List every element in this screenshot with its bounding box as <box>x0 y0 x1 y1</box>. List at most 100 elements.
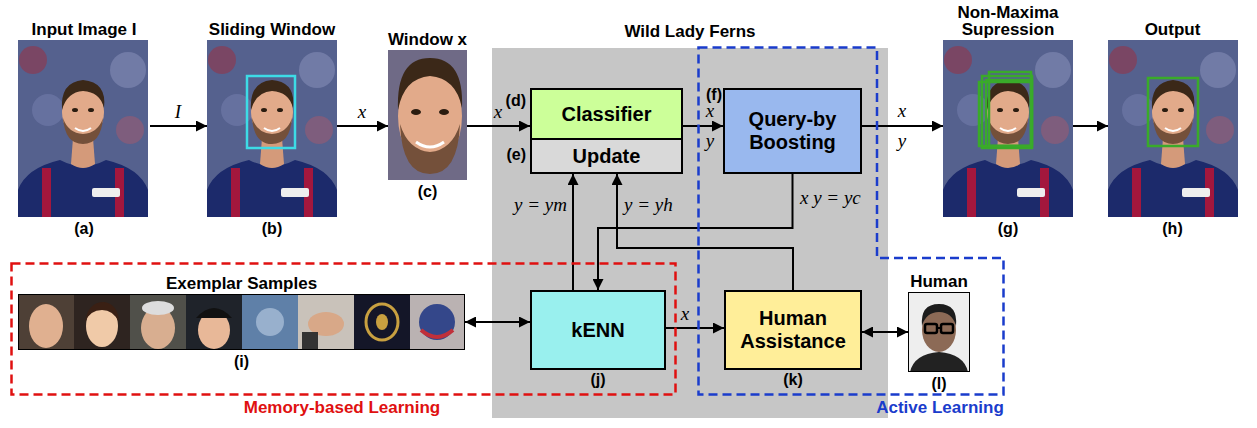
sliding-window-photo <box>247 76 295 148</box>
group-region: Active LearningHuman(l) <box>697 46 1005 396</box>
region-heading: Wild Lady Ferns <box>624 23 755 42</box>
node-title: Window x <box>368 31 488 48</box>
window-crop-photo <box>411 109 421 115</box>
box-label: Update <box>573 145 641 168</box>
callout-letter: (l) <box>931 375 946 393</box>
exemplar-strip <box>376 314 388 330</box>
exemplar-strip <box>256 308 284 336</box>
nms-photo <box>979 82 1031 146</box>
exemplar-strip <box>19 295 465 350</box>
output-photo <box>1108 40 1238 217</box>
exemplar-strip <box>18 294 74 350</box>
flow-arrow <box>1073 125 1108 127</box>
human-photo <box>909 293 970 372</box>
exemplar-strip <box>18 294 465 350</box>
node-title: Input Image I <box>4 21 164 38</box>
nms-photo <box>986 80 1032 146</box>
node-title: Human <box>889 273 989 290</box>
group-region: Wild Lady FernsClassifier(d)Update(e)Que… <box>492 48 888 418</box>
edge-label: y = yh <box>624 194 673 216</box>
node-title: Output <box>1108 21 1238 38</box>
exemplar-strip <box>74 294 130 350</box>
flow-arrow <box>572 174 574 290</box>
exemplar-strip <box>302 332 318 350</box>
output-photo <box>1108 40 1238 217</box>
nms-photo <box>943 40 1073 217</box>
human-photo <box>908 292 970 372</box>
process-box: Query-by Boosting(f) <box>723 88 862 174</box>
dashed-outline <box>697 46 1005 396</box>
process-box: Human Assistance(k) <box>724 290 862 370</box>
window-crop-photo <box>388 50 467 180</box>
exemplar-strip <box>421 330 453 337</box>
node-title: Sliding Window <box>187 21 357 38</box>
flow-arrow <box>465 321 530 323</box>
nms-photo <box>943 40 1073 217</box>
flow-arrow <box>467 125 530 127</box>
nms-photo <box>989 72 1031 146</box>
exemplar-strip <box>196 308 232 318</box>
human-photo <box>922 304 956 326</box>
edge-label: x y <box>898 96 906 156</box>
window-crop-photo <box>400 124 460 174</box>
edge-label: x <box>494 101 502 123</box>
input-photo <box>18 40 148 217</box>
exemplar-strip <box>85 302 119 322</box>
human-photo <box>910 352 968 372</box>
exemplar-strip <box>142 301 174 315</box>
human-photo <box>925 324 937 333</box>
callout-letter: (a) <box>74 220 94 238</box>
callout-letter: (c) <box>418 183 438 201</box>
callout-letter: (e) <box>506 146 526 164</box>
exemplar-strip <box>354 294 410 350</box>
callout-letter: (d) <box>506 92 526 110</box>
flow-arrow <box>666 327 724 329</box>
callout-letter: (h) <box>1162 220 1182 238</box>
callout-letter: (g) <box>998 220 1018 238</box>
exemplar-strip <box>419 304 455 340</box>
exemplar-strip <box>29 304 63 348</box>
box-label: Classifier <box>561 103 651 126</box>
photo-panel: Input Image I(a) <box>18 40 150 217</box>
group-region: Memory-based LearningExemplar Samples(i) <box>10 262 677 396</box>
edge-label: x <box>358 101 366 123</box>
flow-arrow <box>150 125 207 127</box>
human-photo <box>937 327 941 329</box>
box-label: kENN <box>571 319 624 342</box>
photo-panel: Window x(c) <box>388 50 467 180</box>
process-box: Update(e) <box>530 138 683 174</box>
human-photo <box>941 324 953 333</box>
edge-label: x y = yc <box>800 187 861 209</box>
dashed-outline <box>12 264 676 395</box>
sliding-window-photo <box>207 40 337 217</box>
node-title: Non-Maxima Supression <box>943 4 1073 38</box>
window-crop-photo <box>416 142 444 147</box>
exemplar-strip <box>130 294 186 350</box>
flow-arrow <box>598 174 793 290</box>
callout-letter: (b) <box>262 220 282 238</box>
callout-letter: (k) <box>783 371 803 389</box>
sliding-window-photo <box>207 40 337 217</box>
window-crop-photo <box>398 58 462 110</box>
edge-label: I <box>175 101 181 123</box>
dashed-outline <box>699 48 1004 395</box>
photo-panel: Output(h) <box>1108 40 1237 217</box>
box-label: Human Assistance <box>731 307 855 353</box>
region-heading: Active Learning <box>876 399 1004 418</box>
photo-panel: Exemplar Samples(i) <box>18 294 465 350</box>
edge-label: x y <box>706 96 714 156</box>
exemplar-strip <box>186 294 242 350</box>
region-fill <box>492 48 888 418</box>
exemplar-strip <box>366 304 398 340</box>
process-box: Classifier(d) <box>530 88 683 140</box>
photo-panel: Human(l) <box>908 292 970 372</box>
process-box: kENN(j) <box>530 290 666 370</box>
flow-arrow <box>337 125 388 127</box>
exemplar-strip <box>298 294 354 350</box>
callout-letter: (j) <box>590 371 605 389</box>
node-title: Exemplar Samples <box>92 275 392 292</box>
photo-panel: Sliding Window(b) <box>207 40 337 217</box>
dashed-outline <box>10 262 677 396</box>
